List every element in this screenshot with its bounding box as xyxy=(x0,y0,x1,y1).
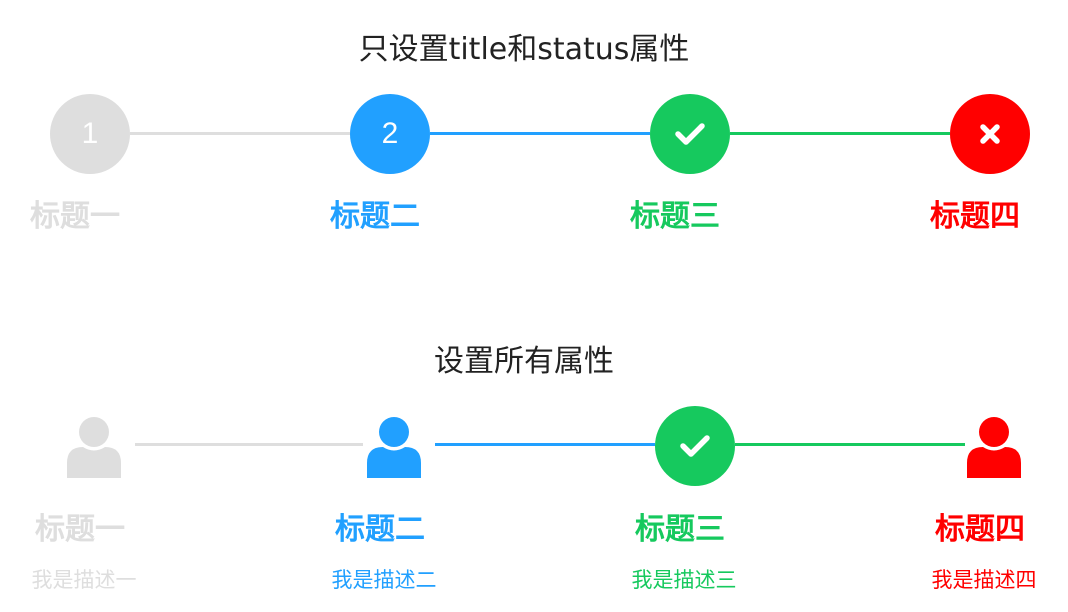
step-2-number-badge: 2 xyxy=(350,94,430,174)
step-4-title: 标题四 xyxy=(930,199,1020,234)
user-icon xyxy=(367,417,421,478)
step-4-title: 标题四 xyxy=(935,512,1025,547)
step-4-description: 我是描述四 xyxy=(931,568,1037,592)
step-1-number: 1 xyxy=(81,117,99,150)
user-icon xyxy=(967,417,1021,478)
step-2-title: 标题二 xyxy=(335,512,425,547)
step-connector-3-4 xyxy=(730,132,950,135)
check-icon xyxy=(680,435,710,457)
demo2-title: 设置所有属性 xyxy=(434,344,614,379)
step-2-number: 2 xyxy=(381,117,399,150)
step-2-title: 标题二 xyxy=(330,199,420,234)
step-1-number-badge: 1 xyxy=(50,94,130,174)
step-3-check-badge xyxy=(650,94,730,174)
step-connector-1-2 xyxy=(135,443,363,446)
step-1-title: 标题一 xyxy=(35,512,125,547)
step-3-description: 我是描述三 xyxy=(631,568,737,592)
step-3-title: 标题三 xyxy=(630,199,720,234)
check-icon xyxy=(675,123,705,145)
step-2-description: 我是描述二 xyxy=(331,568,437,592)
demo1-title: 只设置title和status属性 xyxy=(358,32,690,67)
step-connector-3-4 xyxy=(735,443,965,446)
steps-basic: 1 标题一 2 标题二 标题三 标题四 xyxy=(0,0,1068,300)
step-connector-2-3 xyxy=(430,132,650,135)
step-1-title: 标题一 xyxy=(30,199,120,234)
step-3-title: 标题三 xyxy=(635,512,725,547)
step-4-error-badge xyxy=(950,94,1030,174)
step-3-check-badge xyxy=(655,406,735,486)
step-connector-1-2 xyxy=(130,132,350,135)
step-1-description: 我是描述一 xyxy=(31,568,137,592)
step-connector-2-3 xyxy=(435,443,655,446)
close-icon xyxy=(980,124,1000,144)
user-icon xyxy=(67,417,121,478)
